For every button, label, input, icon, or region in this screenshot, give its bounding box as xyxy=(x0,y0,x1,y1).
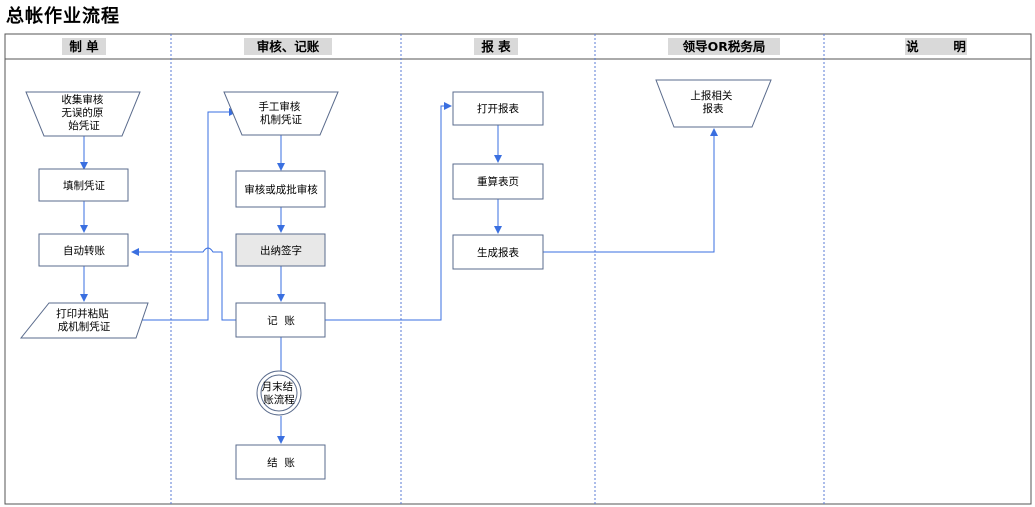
node-submit-report: 上报相关 报表 xyxy=(655,79,772,128)
lane-header-bg-zhidan xyxy=(62,38,106,55)
lane-header-shuoming: 说 明 xyxy=(906,39,966,54)
svg-text:月末结 账流程: 月末结 账流程 xyxy=(262,380,297,406)
node-open-report-label: 打开报表 xyxy=(477,102,519,115)
node-posting: 记 账 xyxy=(235,302,326,338)
node-cashier-sign-label: 出纳签字 xyxy=(260,244,302,257)
node-posting-label: 记 账 xyxy=(267,315,295,327)
node-print-paste: 打印并粘贴 成机制凭证 xyxy=(19,302,149,339)
svg-text:收集审核 无误的原 始凭证: 收集审核 无误的原 始凭证 xyxy=(61,93,106,132)
edge-print-manual xyxy=(136,108,237,321)
page-title: 总帐作业流程 xyxy=(6,6,120,27)
node-closing-label: 结 账 xyxy=(267,456,295,469)
node-month-end: 月末结 账流程 xyxy=(256,370,302,416)
edge-posting-auto xyxy=(131,247,236,321)
svg-text:上报相关 报表: 上报相关 报表 xyxy=(690,89,735,115)
lane-header-bg-lingdao xyxy=(668,38,780,55)
lane-header-bg-baobiao xyxy=(474,38,518,55)
edge-gen-submit xyxy=(543,128,718,253)
node-manual-review-line-2: 机制凭证 xyxy=(260,113,302,126)
node-manual-review-line-1: 手工审核 xyxy=(258,100,300,113)
node-review-batch-label: 审核或成批审核 xyxy=(244,183,318,196)
node-review-batch: 审核或成批审核 xyxy=(235,170,326,208)
connectors xyxy=(80,102,718,444)
node-fill-voucher-label: 填制凭证 xyxy=(63,179,105,192)
diagram-frame xyxy=(4,33,1032,505)
node-cashier-sign: 出纳签字 xyxy=(235,233,326,267)
node-collect-line-1: 收集审核 xyxy=(61,93,103,106)
node-collect-line-2: 无误的原 xyxy=(61,106,103,119)
node-gen-report-label: 生成报表 xyxy=(477,246,519,259)
node-submit-report-line-1: 上报相关 xyxy=(690,89,732,102)
lane-header-bg-shuoming xyxy=(905,38,967,55)
node-submit-report-line-2: 报表 xyxy=(703,102,724,115)
node-manual-review: 手工审核 机制凭证 xyxy=(223,91,339,136)
lane-headers: 制 单 审核、记账 报 表 领导OR税务局 说 明 xyxy=(62,38,967,55)
node-month-end-line-1: 月末结 xyxy=(262,380,294,393)
node-auto-transfer: 自动转账 xyxy=(38,233,129,267)
node-collect-line-3: 始凭证 xyxy=(68,119,100,132)
svg-text:打印并粘贴 成机制凭证: 打印并粘贴 成机制凭证 xyxy=(56,307,112,333)
node-recalc-page: 重算表页 xyxy=(452,163,544,200)
node-print-paste-line-2: 成机制凭证 xyxy=(58,320,111,333)
node-recalc-page-label: 重算表页 xyxy=(477,175,519,188)
edge-posting-open xyxy=(325,102,452,321)
lane-header-baobiao: 报 表 xyxy=(481,39,511,54)
node-print-paste-line-1: 打印并粘贴 xyxy=(56,307,109,320)
lane-header-bg-shenhe xyxy=(244,38,332,55)
lane-header-shenhe: 审核、记账 xyxy=(257,39,320,54)
node-collect: 收集审核 无误的原 始凭证 xyxy=(25,91,141,137)
lane-header-zhidan: 制 单 xyxy=(69,39,99,54)
svg-text:手工审核 机制凭证: 手工审核 机制凭证 xyxy=(258,100,303,126)
lane-header-lingdao: 领导OR税务局 xyxy=(683,39,766,54)
node-gen-report: 生成报表 xyxy=(452,234,544,270)
node-month-end-line-2: 账流程 xyxy=(263,393,295,406)
node-fill-voucher: 填制凭证 xyxy=(38,168,129,202)
node-open-report: 打开报表 xyxy=(452,91,544,126)
node-closing: 结 账 xyxy=(235,444,326,480)
node-auto-transfer-label: 自动转账 xyxy=(63,244,105,257)
